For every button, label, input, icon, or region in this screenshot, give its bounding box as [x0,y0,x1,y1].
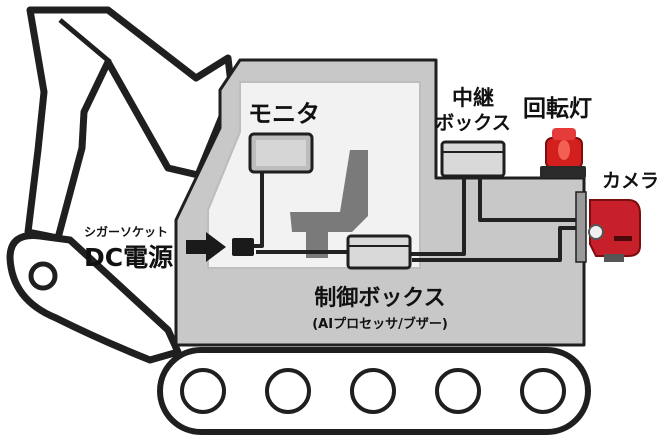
label-monitor: モニタ [248,100,320,128]
label-camera: カメラ [602,170,660,192]
label-relay-box-line1: 中継 [452,86,494,110]
track-wheel [265,368,311,414]
label-control-box-sub: (AIプロセッサ/ブザー) [312,317,448,332]
label-relay-box-line2: ボックス [435,112,511,134]
control-box-device [346,234,412,270]
rotating-beacon-icon [540,128,586,178]
crawler-track [157,347,591,435]
dc-socket-plug [232,238,254,256]
label-dc-power: DC電源 [84,243,174,272]
label-rotating-beacon: 回転灯 [523,96,592,122]
relay-box-device [440,140,506,178]
camera-icon [575,191,641,263]
track-wheel [180,368,226,414]
boom-arm [24,6,236,242]
track-wheel [520,368,566,414]
track-wheel [350,368,396,414]
track-wheel [435,368,481,414]
label-cigar-socket: シガーソケット [84,225,169,239]
arrow-right-icon [186,232,226,262]
label-control-box: 制御ボックス [314,286,446,311]
monitor-device [248,132,314,174]
bucket [6,231,182,364]
